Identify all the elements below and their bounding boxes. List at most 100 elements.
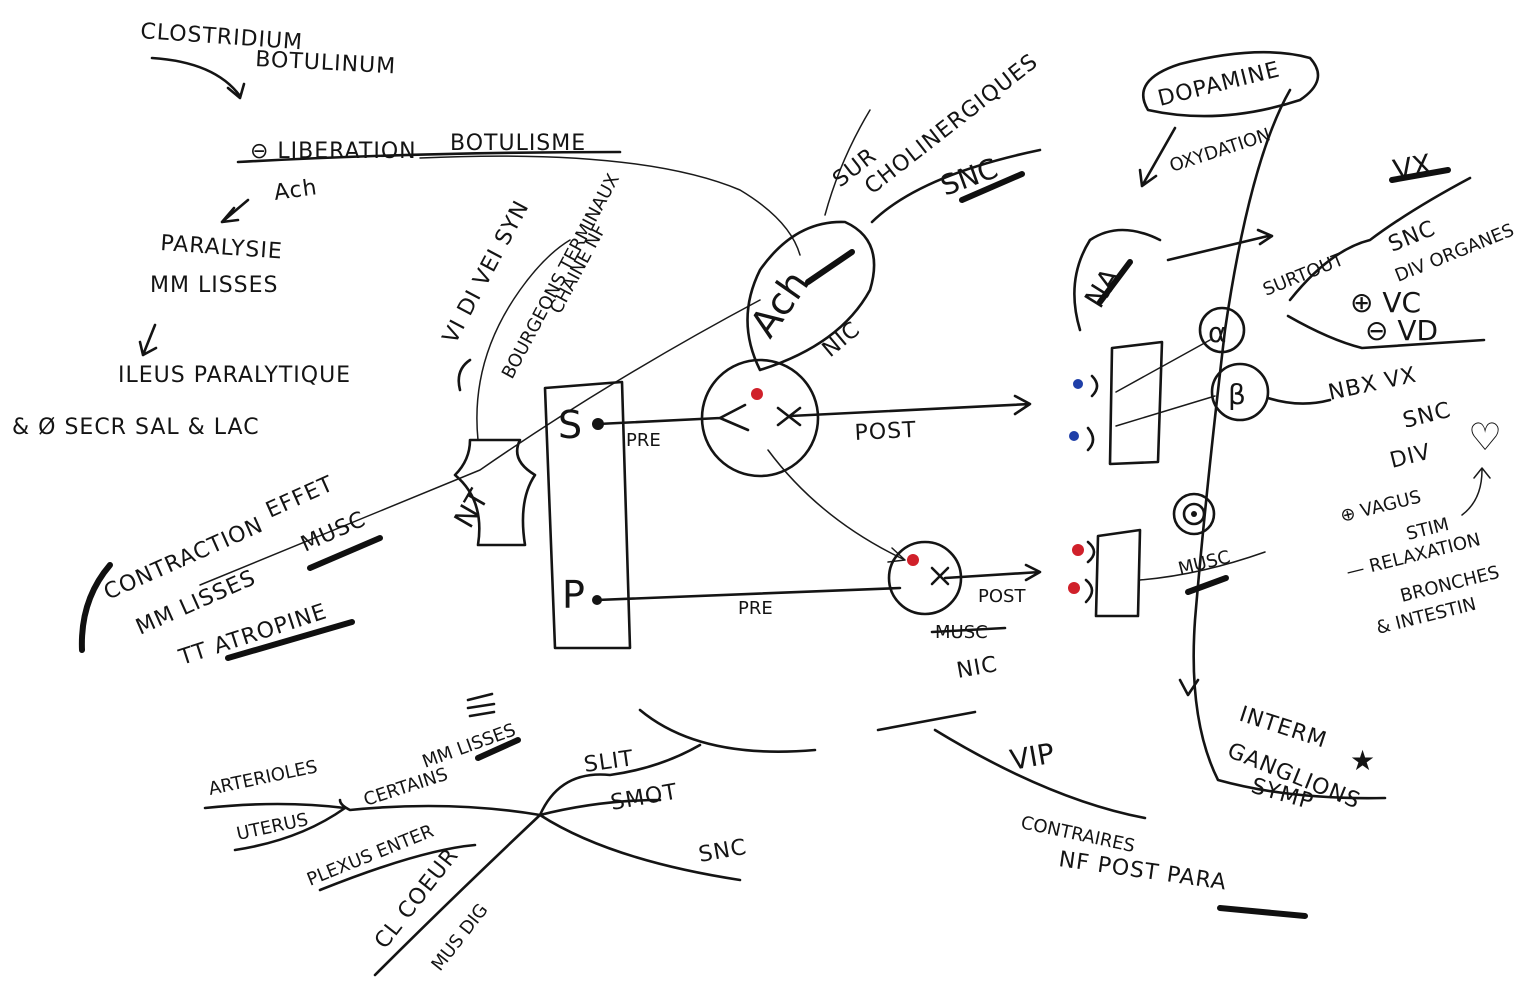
contraction-link	[199, 299, 761, 586]
target-center	[1191, 511, 1197, 517]
ach-decrease-label: Ach	[272, 175, 319, 206]
arteriolles-branch	[203, 802, 347, 810]
post-fiber-bottom	[943, 563, 1042, 582]
atropine-underline	[225, 619, 355, 661]
target-circle-outer	[1172, 492, 1216, 536]
clostridium-label-2: BOTULINUM	[255, 47, 397, 79]
muscarinic-receptor-dot-1	[1072, 544, 1084, 556]
vip-arc	[876, 710, 977, 732]
post-fiber-top	[788, 394, 1032, 418]
nf-post-para-label: NF POST PARA	[1057, 847, 1228, 895]
sympathetic-ganglion	[700, 358, 820, 478]
slit-branch	[538, 743, 702, 817]
na-label: NA	[1078, 262, 1127, 314]
plexus-branch	[373, 813, 542, 977]
para-underline	[1217, 905, 1308, 919]
botulisme-branch	[236, 150, 622, 164]
beta-branch	[1266, 396, 1332, 405]
alpha-effects: VX SNC DIV ORGANES ⊕ VC ⊖ VD	[1350, 148, 1517, 347]
dopamine-arrowhead	[1178, 678, 1200, 697]
effet-label: EFFET	[262, 472, 338, 524]
equivalence-icon	[466, 692, 496, 718]
ach-group: Ach NIC SUR CHOLINERGIQUES SNC	[741, 49, 1043, 372]
snc-top-underline	[959, 171, 1025, 203]
bottom-left-branches: ARTERIOLES UTERUS CERTAINS MM LISSES SLI…	[203, 692, 817, 977]
musc-right-underline	[1185, 575, 1229, 595]
muscarinic-receptor-dot-2	[1068, 582, 1080, 594]
mm-lisses-label: MM LISSES	[150, 273, 279, 298]
certains-label: CERTAINS	[361, 764, 450, 811]
ach-big-label: Ach	[741, 262, 817, 345]
s-label: S	[558, 403, 582, 447]
beta-label: β	[1228, 378, 1246, 411]
effector-top: α β	[1069, 176, 1486, 466]
alpha-upper-branch	[1288, 176, 1472, 302]
beta-effects: NBX VX SNC DIV ♡ ⊕ VAGUS STIM — RELAXATI…	[1326, 363, 1502, 639]
alpha-receptor-circle	[1198, 306, 1246, 354]
sympathetic-pathway: PRE POST	[596, 358, 1032, 563]
dopamine-bubble	[1142, 50, 1320, 118]
vdi-label: VI DI VEI SYN	[438, 196, 534, 347]
musc-crossed-label: MUSC	[935, 622, 988, 643]
nerve-terminal-shape	[453, 438, 537, 547]
snc-bottom-branch	[538, 813, 742, 882]
synapse-cross-bottom	[930, 566, 950, 586]
alpha-label: α	[1208, 316, 1226, 349]
snc-branch-top	[870, 148, 1042, 224]
adrenergic-receptor-dot-1	[1073, 379, 1083, 389]
ach-bubble	[746, 220, 876, 372]
target-circle-inner	[1182, 502, 1206, 526]
nt-label: NT	[447, 483, 495, 533]
vx-underline	[1389, 167, 1451, 183]
div-label: DIV	[1387, 440, 1433, 474]
dopamine-to-interm-line	[1192, 88, 1387, 800]
bottom-arc-left	[638, 708, 817, 753]
na-bubble	[1073, 228, 1162, 332]
nicotinic-receptor-dot-bottom	[907, 554, 919, 566]
contraction-group: CONTRACTION EFFET MUSC MM LISSES TT ATRO…	[78, 299, 761, 671]
ganglion-to-ganglion-arrow	[767, 449, 906, 563]
musc-strikethrough	[930, 626, 1007, 634]
vdi-group: VI DI VEI SYN BOURGEONS TERMINAUX CHAINE…	[438, 170, 624, 547]
uterus-branch	[233, 806, 347, 852]
sur-link	[824, 109, 871, 216]
clostridium-arrow	[150, 56, 246, 100]
nic-bottom-label: NIC	[955, 652, 1000, 684]
nic-top-label: NIC	[818, 317, 866, 363]
plexus-underline	[318, 843, 477, 892]
vip-branch	[933, 728, 1147, 820]
mm-lisses-underline	[475, 737, 521, 761]
effector-rectangle-top	[1108, 340, 1164, 466]
arteriolles-label: ARTERIOLES	[207, 756, 320, 800]
post-label-bottom: POST	[978, 586, 1026, 607]
vip-label: VIP	[1007, 737, 1056, 777]
smot-label: SMOT	[609, 780, 680, 816]
certains-branch	[338, 798, 542, 817]
nbx-vx-label: NBX VX	[1326, 363, 1419, 406]
dopamine-group: DOPAMINE OXYDATION	[1138, 50, 1387, 800]
implies-arrow-icon	[138, 323, 158, 357]
beta-receptor-circle	[1210, 362, 1270, 422]
contraction-bracket	[78, 562, 113, 653]
clostridium-group: CLOSTRIDIUM BOTULINUM ⊖ LIBERATION BOTUL…	[12, 19, 801, 440]
smot-branch	[538, 798, 662, 817]
heart-arrow	[1461, 467, 1491, 516]
ileus-label: ILEUS PARALYTIQUE	[118, 363, 351, 388]
receptor-brackets-bottom	[1084, 540, 1096, 604]
heart-icon: ♡	[1468, 415, 1502, 459]
na-underline	[1097, 259, 1133, 305]
pre-fiber-top	[596, 403, 750, 432]
uterus-label: UTERUS	[235, 809, 310, 845]
oxydation-arrow	[1138, 126, 1177, 188]
parasympathetic-pathway: PRE POST MUSC NIC	[595, 540, 1042, 684]
plus-vc-label: ⊕ VC	[1350, 286, 1421, 319]
vdi-branch	[476, 239, 571, 441]
botulisme-to-ach-link	[419, 155, 801, 256]
interm-group: INTERM ★ GANGLIONS SYMP	[1224, 702, 1375, 815]
minus-vd-label: ⊖ VD	[1365, 314, 1438, 347]
p-label: P	[562, 573, 585, 617]
star-icon: ★	[1350, 744, 1375, 777]
snc2-label: SNC	[1400, 398, 1453, 434]
